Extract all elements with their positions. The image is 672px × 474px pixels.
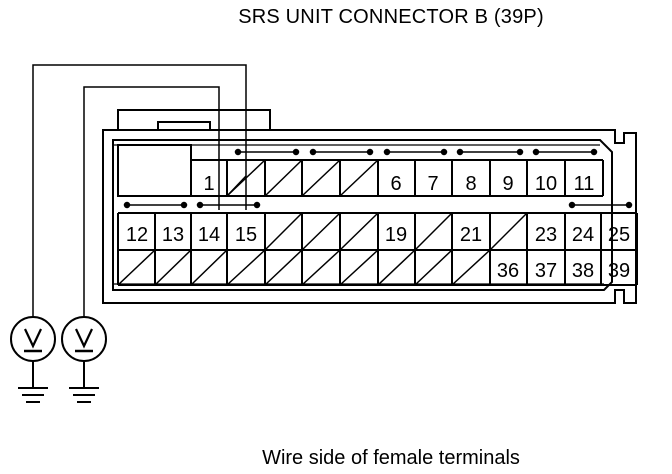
connector-housing <box>102 129 637 304</box>
terminal-7: 7 <box>427 173 438 195</box>
terminal-6: 6 <box>390 173 401 195</box>
terminal-15: 15 <box>235 224 257 246</box>
probe-wire-terminal-15 <box>32 64 247 317</box>
shorting-bars <box>123 148 633 209</box>
terminal-grid <box>117 144 638 286</box>
terminal-25: 25 <box>608 224 630 246</box>
probe-wires <box>32 64 247 317</box>
probe-wire-terminal-14 <box>83 86 220 317</box>
diagram-caption: Wire side of female terminals <box>262 447 520 469</box>
voltmeter-1-icon <box>10 316 56 362</box>
terminal-labels: 1 6 7 8 9 10 11 12 13 14 15 19 21 23 24 … <box>126 173 630 282</box>
ground-icon <box>69 361 99 403</box>
voltmeter-2-icon <box>61 316 107 362</box>
diagram-title: SRS UNIT CONNECTOR B (39P) <box>238 6 544 28</box>
connector-inner-body <box>112 139 613 291</box>
terminal-39: 39 <box>608 260 630 282</box>
terminal-9: 9 <box>502 173 513 195</box>
terminal-21: 21 <box>460 224 482 246</box>
terminal-13: 13 <box>162 224 184 246</box>
connector-latch <box>117 109 271 130</box>
terminal-38: 38 <box>572 260 594 282</box>
terminal-37: 37 <box>535 260 557 282</box>
terminal-14: 14 <box>198 224 220 246</box>
terminal-24: 24 <box>572 224 594 246</box>
ground-icon <box>18 361 48 403</box>
terminal-12: 12 <box>126 224 148 246</box>
terminal-1: 1 <box>203 173 214 195</box>
terminal-8: 8 <box>465 173 476 195</box>
terminal-19: 19 <box>385 224 407 246</box>
terminal-23: 23 <box>535 224 557 246</box>
empty-cavity-marks <box>117 159 528 286</box>
terminal-10: 10 <box>535 173 557 195</box>
terminal-11: 11 <box>574 173 595 195</box>
terminal-36: 36 <box>497 260 519 282</box>
